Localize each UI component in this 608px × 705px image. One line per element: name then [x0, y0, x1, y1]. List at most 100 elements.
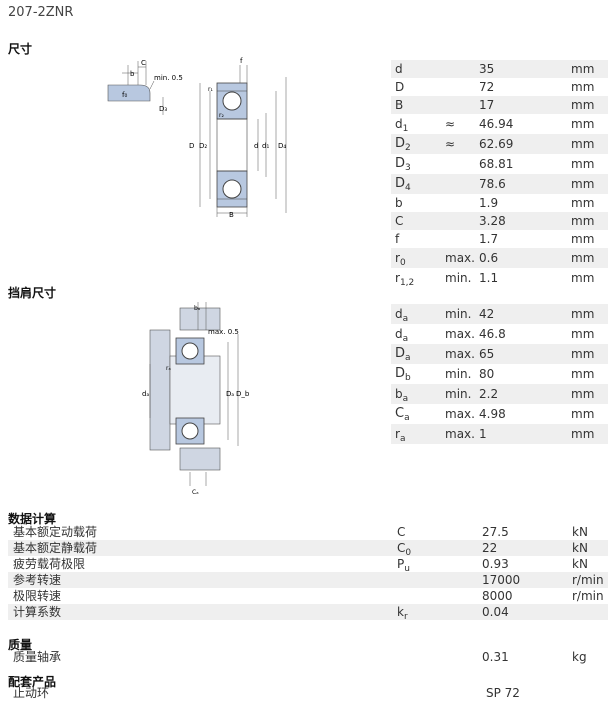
cell-u: mm [571, 117, 595, 131]
cell-label: 极限转速 [13, 589, 62, 603]
cell-subscript: a [402, 314, 409, 324]
cell-u: mm [571, 214, 595, 228]
cell-subscript: 2 [405, 143, 411, 153]
cell-u: mm [571, 98, 595, 112]
cell-q: max. [445, 407, 475, 421]
cell-u: mm [571, 62, 595, 76]
cell-u: r/min [572, 573, 604, 587]
diag-f0-label: f₀ [122, 91, 127, 99]
cell-v: 78.6 [479, 177, 506, 191]
cell-q: ≈ [445, 117, 456, 131]
cell-subscript: 0 [399, 258, 406, 268]
cell-q: min. [445, 387, 472, 401]
cell-q: max. [445, 251, 475, 265]
table-row: Da max. 65 mm [391, 344, 608, 364]
diag-r2-label: r₂ [219, 112, 224, 119]
diag-min05-label: min. 0.5 [154, 74, 183, 82]
cell-q: min. [445, 271, 472, 285]
cell-q: max. [445, 427, 475, 441]
cell-v: 4.98 [479, 407, 506, 421]
cell-subscript: a [399, 434, 406, 444]
cell-sym: Ca [395, 406, 410, 423]
cell-v: 8000 [482, 589, 513, 603]
page-title: 207-2ZNR [8, 5, 74, 20]
cell-sym: r1,2 [395, 271, 415, 288]
cell-sym: d [395, 62, 403, 76]
diag-B-label: B [229, 211, 234, 219]
cell-v: 17000 [482, 573, 521, 587]
cell-u: mm [571, 196, 595, 210]
cell-sym: f [395, 232, 400, 246]
cell-v: 1.1 [479, 271, 499, 285]
mass-value: 0.31 [482, 650, 509, 664]
cell-u: mm [571, 232, 595, 246]
cell-v: 35 [479, 62, 495, 76]
cell-subscript: 3 [405, 163, 411, 173]
cell-u: kN [572, 541, 588, 555]
cell-v: 1.7 [479, 232, 499, 246]
cell-u: mm [571, 367, 595, 381]
bearing-cross-section: f r₁ r₂ D D₂ d d₁ D₄ B [189, 57, 286, 219]
cell-sym: d1 [395, 117, 409, 134]
abut-Db-label: D_b [236, 390, 250, 398]
table-row: f 1.7 mm [391, 230, 608, 248]
cell-v: 68.81 [479, 157, 514, 171]
diag-D-label: D [189, 142, 194, 150]
diag-D2-label: D₂ [199, 142, 207, 150]
cell-v: 62.69 [479, 137, 514, 151]
cell-u: mm [571, 407, 595, 421]
cell-sym: ra [395, 427, 406, 444]
cell-u: mm [571, 327, 595, 341]
cell-u: kN [572, 557, 588, 571]
cell-label: 疲劳载荷极限 [13, 557, 86, 571]
table-row: D2 ≈62.69 mm [391, 134, 608, 154]
cell-sym: Pu [397, 557, 410, 574]
cell-subscript: 4 [405, 183, 411, 193]
cell-u: mm [571, 157, 595, 171]
cell-v: 80 [479, 367, 495, 381]
cell-v: 0.6 [479, 251, 499, 265]
section-accessories-heading: 配套产品 [8, 675, 57, 689]
cell-subscript: a [402, 334, 409, 344]
cell-v: 42 [479, 307, 495, 321]
cell-sym: da [395, 327, 409, 344]
cell-v: 22 [482, 541, 498, 555]
cell-v: 1.9 [479, 196, 499, 210]
cell-u: mm [571, 271, 595, 285]
cell-u: mm [571, 251, 595, 265]
accessory-value: SP 72 [486, 686, 520, 700]
diag-c-label: C [141, 59, 146, 67]
diag-f-label: f [240, 57, 243, 65]
abut-ra-label: rₐ [166, 365, 171, 372]
cell-subscript: a [402, 394, 409, 404]
cell-u: mm [571, 347, 595, 361]
diag-d1-label: d₁ [262, 142, 269, 150]
cell-v: 65 [479, 347, 495, 361]
cell-q: ≈ [445, 137, 456, 151]
cell-u: mm [571, 307, 595, 321]
cell-sym: D2 [395, 136, 411, 153]
cell-q: max. [445, 347, 475, 361]
snap-ring-groove-detail: C b min. 0.5 f₀ D₃ [107, 59, 183, 115]
cell-label: 计算系数 [13, 605, 62, 619]
mass-table: 质量轴承 0.31 kg [8, 649, 608, 665]
cell-v: 2.2 [479, 387, 499, 401]
cell-v: 72 [479, 80, 495, 94]
cell-u: mm [571, 137, 595, 151]
cell-sym: Da [395, 346, 411, 363]
cell-subscript: 1,2 [399, 278, 415, 288]
